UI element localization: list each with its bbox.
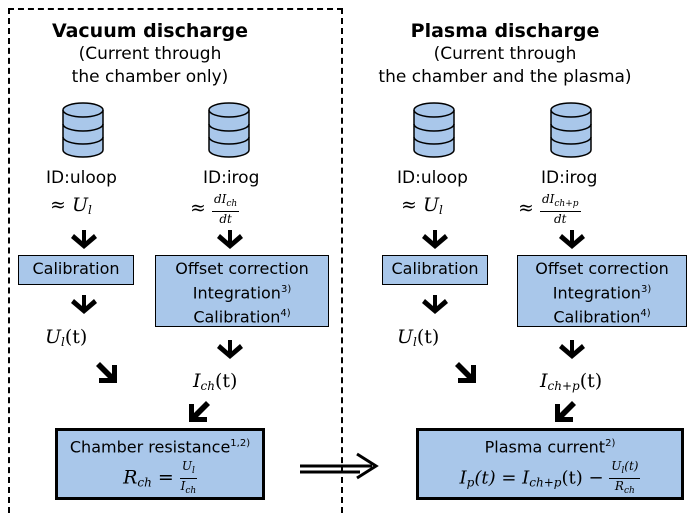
id-irog-left: ID:irog xyxy=(203,168,260,188)
database-icon-uloop-left xyxy=(62,102,104,158)
id-uloop-right: ID:uloop xyxy=(397,168,468,188)
database-icon-uloop-right xyxy=(413,102,455,158)
offset-line2-right: Integration3) xyxy=(552,283,652,303)
id-uloop-left: ID:uloop xyxy=(46,168,117,188)
plasma-current-title: Plasma current2) xyxy=(484,437,616,457)
ich-t-left: Ich(t) xyxy=(193,370,238,393)
plasma-discharge-title: Plasma discharge xyxy=(410,20,600,42)
database-icon-irog-right xyxy=(550,102,592,158)
offset-line1-left: Offset correction xyxy=(175,259,309,278)
offset-line2-left: Integration3) xyxy=(192,283,292,303)
database-icon-irog-left xyxy=(208,102,250,158)
big-right-arrow xyxy=(300,452,379,480)
ul-t-left: Ul(t) xyxy=(45,326,88,349)
vacuum-subtitle-line1: (Current through xyxy=(78,44,222,64)
offset-correction-box-right: Offset correction Integration3) Calibrat… xyxy=(517,255,687,327)
calibration-box-left: Calibration xyxy=(18,255,134,285)
vacuum-discharge-title: Vacuum discharge xyxy=(51,20,249,42)
offset-line3-left: Calibration4) xyxy=(193,307,291,327)
plasma-current-formula: Ip(t) = Ich+p(t) − Ul(t)Rch xyxy=(459,459,641,497)
plasma-subtitle-line2: the chamber and the plasma) xyxy=(378,67,632,87)
vacuum-discharge-frame xyxy=(8,8,343,513)
flow-arrows xyxy=(71,230,585,422)
approx-ul-right: ≈ Ul xyxy=(401,194,443,217)
ichp-t-right: Ich+p(t) xyxy=(540,370,603,393)
approx-ul-left: ≈ Ul xyxy=(50,194,92,217)
ul-t-right: Ul(t) xyxy=(397,326,440,349)
plasma-subtitle-line1: (Current through xyxy=(433,44,577,64)
calibration-box-right: Calibration xyxy=(382,255,488,285)
chamber-resistance-title: Chamber resistance1,2) xyxy=(69,437,251,457)
vacuum-subtitle-line2: the chamber only) xyxy=(71,67,229,87)
plasma-current-box: Plasma current2) Ip(t) = Ich+p(t) − Ul(t… xyxy=(416,428,684,500)
id-irog-right: ID:irog xyxy=(541,168,598,188)
offset-line3-right: Calibration4) xyxy=(553,307,651,327)
offset-correction-box-left: Offset correction Integration3) Calibrat… xyxy=(155,255,329,327)
offset-line1-right: Offset correction xyxy=(535,259,669,278)
